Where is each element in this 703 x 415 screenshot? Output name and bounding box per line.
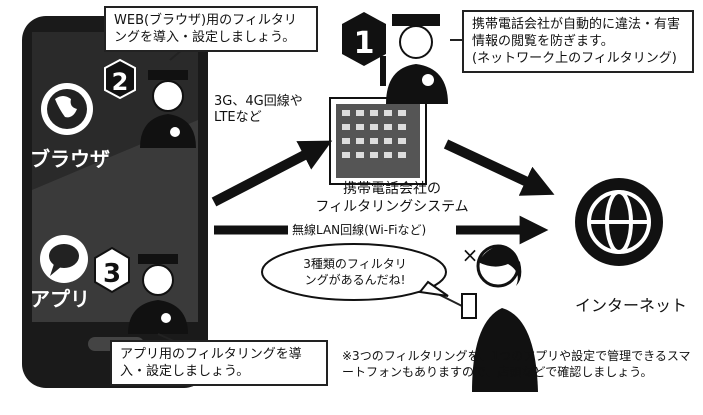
app-label: アプリ — [30, 287, 90, 311]
wifi-label-backdrop — [288, 220, 456, 240]
internet-label: インターネット — [574, 296, 687, 315]
internet-globe-icon — [559, 162, 679, 282]
badge-2: 2 — [104, 58, 136, 100]
carrier-filter-text: 携帯電話会社が自動的に違法・有害情報の閲覧を防ぎます。 — [472, 17, 681, 49]
speech-bubble — [260, 243, 449, 301]
person-phone-icon: × — [461, 243, 538, 392]
carrier-system-line1: 携帯電話会社の — [343, 181, 441, 197]
network-route-label: 3G、4G回線やLTEなど — [214, 94, 303, 125]
svg-text:2: 2 — [112, 68, 129, 96]
svg-text:×: × — [462, 243, 479, 267]
web-filter-callout: WEB(ブラウザ)用のフィルタリングを導入・設定しましょう。 — [104, 6, 318, 52]
arrow-carrier-to-internet — [443, 139, 555, 196]
arrow-phone-to-carrier — [211, 140, 333, 207]
chat-bubble-icon — [40, 235, 88, 283]
speech-line2: ングがあるんだね! — [304, 273, 406, 287]
app-filter-text: アプリ用のフィルタリングを導入・設定しましょう。 — [120, 347, 302, 379]
carrier-filter-subtext: (ネットワーク上のフィルタリング) — [472, 51, 677, 66]
building-icon — [329, 97, 427, 185]
police-officer-icon — [140, 70, 196, 148]
svg-text:3: 3 — [103, 259, 121, 289]
speech-text: 3種類のフィルタリ ングがあるんだね! — [280, 256, 430, 288]
app-filter-callout: アプリ用のフィルタリングを導入・設定しましょう。 — [110, 340, 328, 386]
globe-icon — [41, 83, 93, 135]
carrier-system-line2: フィルタリングシステム — [315, 199, 469, 215]
svg-text:1: 1 — [354, 26, 375, 61]
carrier-filter-callout: 携帯電話会社が自動的に違法・有害情報の閲覧を防ぎます。 (ネットワーク上のフィル… — [462, 10, 694, 73]
footnote: ※3つのフィルタリングを、1つのアプリや設定で管理できるスマートフォンもあります… — [342, 349, 691, 379]
browser-label: ブラウザ — [30, 147, 110, 171]
police-officer-icon — [128, 254, 188, 334]
badge-1: 1 — [342, 12, 386, 66]
web-filter-text: WEB(ブラウザ)用のフィルタリングを導入・設定しましょう。 — [114, 13, 297, 45]
wireless-route-label: 無線LAN回線(Wi-Fiなど) — [292, 223, 427, 237]
badge-3: 3 — [94, 246, 130, 294]
police-officer-icon — [380, 14, 448, 104]
carrier-system-label: 携帯電話会社の フィルタリングシステム — [312, 180, 472, 216]
speech-line1: 3種類のフィルタリ — [303, 257, 407, 271]
